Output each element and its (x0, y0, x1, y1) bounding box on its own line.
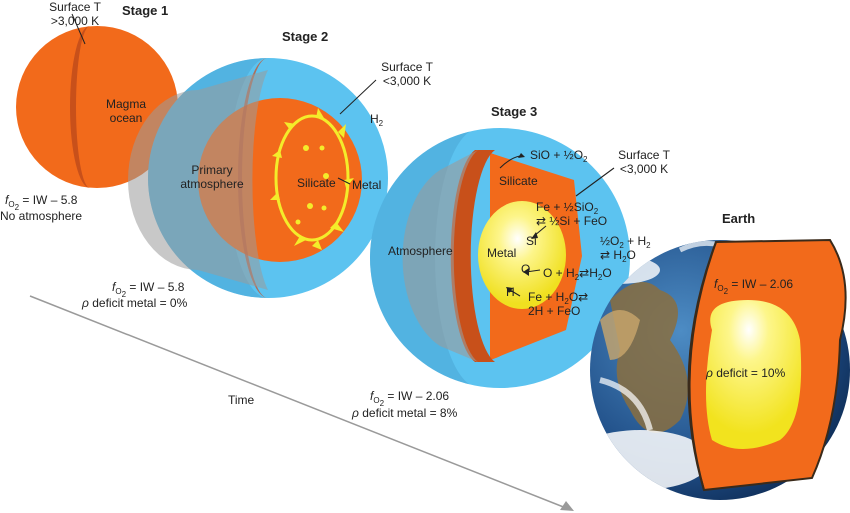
earth-rho-text: deficit = 10% (716, 366, 786, 380)
stage2-metal: Metal (352, 178, 382, 192)
stage3-fo2-sub: O (373, 396, 380, 405)
stage3-rx4-line1: Fe + H (528, 290, 565, 304)
stage3-surface-t-line1: Surface T (618, 148, 670, 162)
stage3-surface-temp: Surface T <3,000 K (610, 148, 678, 176)
stage1-fo2-sub: O (8, 200, 15, 209)
stage3-rx2-sub3: 2 (622, 255, 627, 264)
stage2-h2: H (370, 112, 379, 126)
stage3-rx2-line2: ⇄ H (600, 248, 623, 262)
stage3-fo2-subsub: 2 (379, 399, 385, 408)
stage3-rx2-sub1: 2 (619, 241, 624, 250)
stage3-rx2-sub2: 2 (646, 241, 651, 250)
stage3-rho-text: deficit metal = 8% (362, 406, 458, 420)
stage3-surface-t-line2: <3,000 K (619, 162, 669, 176)
stage3-rx4-sub: 2 (564, 297, 569, 306)
stage2-surface-temp: Surface T <3,000 K (372, 60, 442, 88)
stage3-rx2-line1b: + H (623, 234, 647, 248)
stage2-primary-atmosphere: Primary atmosphere (172, 163, 252, 191)
stage1-ocean-line2: ocean (109, 111, 143, 125)
earth-rho-symbol: ρ (706, 366, 713, 380)
stage2-h2-sub: 2 (378, 119, 384, 128)
stage2-rho-deficit: ρ deficit metal = 0% (82, 296, 187, 310)
earth-fo2: fO2 = IW – 2.06 (714, 277, 794, 296)
stage2-silicate: Silicate (297, 176, 336, 190)
time-label: Time (228, 393, 255, 407)
stage2-surface-t-line2: <3,000 K (382, 74, 432, 88)
earth-fo2-sub: O (717, 284, 724, 293)
stage3-rx2-line2b: O (626, 248, 636, 262)
stage1-surface-t-line2: >3,000 K (50, 14, 100, 28)
stage2-fo2-symbol: f (112, 280, 116, 294)
stage3-reaction-o2-h2: ½O2 + H2 ⇄ H2O (600, 234, 651, 264)
stage2-rho-text: deficit metal = 0% (92, 296, 188, 310)
stage3-rx4-line1b: O⇄ (568, 290, 589, 304)
stage2-surface-t-line1: Surface T (381, 60, 433, 74)
stage1-ocean-line1: Magma (105, 97, 146, 111)
earth-rho-deficit: ρ deficit = 10% (706, 366, 785, 380)
stage3-rx3-textc: O (602, 266, 612, 280)
stage3-title: Stage 3 (491, 104, 538, 119)
stage3-fo2-value: = IW – 2.06 (384, 389, 450, 403)
stage2-fo2-value: = IW – 5.8 (126, 280, 185, 294)
stage3-fo2-symbol: f (370, 389, 374, 403)
stage1-no-atmosphere: No atmosphere (0, 209, 83, 223)
stage2-planet (128, 58, 388, 298)
stage3-o: O (521, 262, 531, 276)
stage2-primary-line1: Primary (191, 163, 233, 177)
stage1-magma-ocean-label: Magma ocean (96, 97, 156, 125)
stage2-fo2-sub: O (115, 287, 122, 296)
stage3-sio-text: SiO + ½O (530, 148, 584, 162)
stage3-reaction-fe-h2o: Fe + H2O⇄ 2H + FeO (528, 290, 588, 318)
stage1-fo2-subsub: 2 (14, 203, 20, 212)
stage3-reaction-o-h2: O + H2⇄H2O (543, 266, 612, 282)
stage3-rx3-textb: ⇄H (579, 266, 598, 280)
stage3-silicate: Silicate (499, 174, 538, 188)
stage2-rho-symbol: ρ (82, 296, 89, 310)
stage3-rho-symbol: ρ (352, 406, 359, 420)
stage1-title: Stage 1 (122, 3, 169, 18)
stage1-fo2-value: = IW – 5.8 (19, 193, 78, 207)
stage2-fo2: fO2 = IW – 5.8 (112, 280, 185, 299)
time-arrow (29, 295, 574, 511)
stage3-rho-deficit: ρ deficit metal = 8% (352, 406, 457, 420)
stage3-rx3-text: O + H (543, 266, 575, 280)
earth-title: Earth (722, 211, 756, 226)
stage3-rx1-line2: ⇄ ½Si + FeO (536, 214, 608, 228)
stage3-reaction-fe-sio2: Fe + ½SiO2 ⇄ ½Si + FeO (536, 200, 607, 228)
stage3-h: H (506, 285, 515, 299)
stage3-rx2-line1: ½O (600, 234, 620, 248)
stage1-surface-temp: Surface T >3,000 K (40, 0, 110, 28)
stage2-fo2-subsub: 2 (121, 290, 127, 299)
stage2-primary-line2: atmosphere (180, 177, 244, 191)
stage1-fo2-symbol: f (5, 193, 9, 207)
stage3-rx1-sub: 2 (593, 207, 599, 216)
stage3-si: Si (526, 234, 537, 248)
stage1-surface-t-line1: Surface T (49, 0, 101, 14)
stage3-metal: Metal (487, 246, 517, 260)
stage3-sio-sub: 2 (583, 155, 588, 164)
earth-fo2-subsub: 2 (723, 287, 729, 296)
stage1-fo2: fO2 = IW – 5.8 (5, 193, 78, 212)
stage2-title: Stage 2 (282, 29, 329, 44)
stage3-rx1-line1: Fe + ½SiO (536, 200, 594, 214)
stage3-planet (370, 128, 630, 388)
stage3-rx3-sub1: 2 (574, 273, 580, 282)
stage3-atmosphere: Atmosphere (388, 244, 453, 258)
stage3-fo2: fO2 = IW – 2.06 (370, 389, 450, 408)
stage2-h2-label: H2 (370, 112, 384, 128)
stage3-sio-equation: SiO + ½O2 (530, 148, 588, 164)
earth-fo2-symbol: f (714, 277, 718, 291)
stage3-rx3-sub2: 2 (597, 273, 603, 282)
stage3-rx4-line2: 2H + FeO (528, 304, 581, 318)
earth-fo2-value: = IW – 2.06 (728, 277, 794, 291)
